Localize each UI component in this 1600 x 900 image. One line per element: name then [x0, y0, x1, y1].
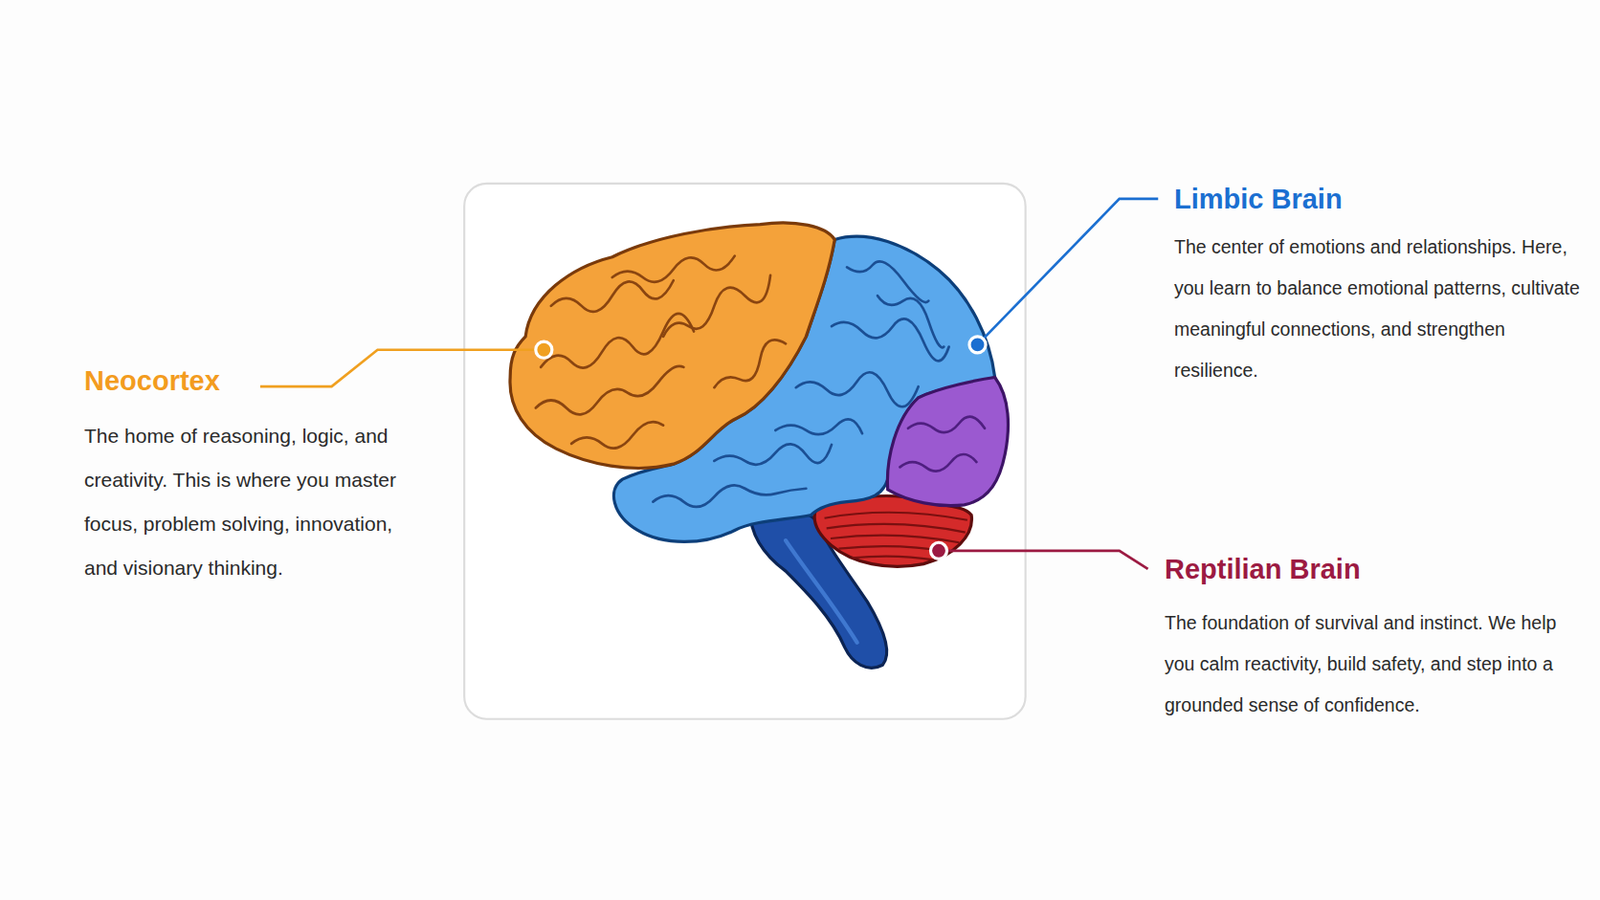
gyrus-line	[713, 444, 832, 465]
gyrus-line	[652, 485, 806, 507]
brain-figure	[260, 183, 1158, 720]
callout-body: The center of emotions and relationships…	[1174, 226, 1581, 392]
frontal-lobe	[510, 222, 835, 469]
leader-line	[938, 551, 1149, 570]
image-frame	[464, 183, 1025, 720]
gyrus-line	[551, 280, 674, 312]
gyrus-line	[908, 417, 985, 433]
callout-heading: Reptilian Brain	[1164, 552, 1567, 587]
cerebellum-fold	[851, 556, 934, 561]
leader-dot	[930, 542, 947, 559]
cerebellum-fold	[824, 512, 968, 521]
gyrus-line	[612, 256, 735, 283]
gyrus-line	[796, 372, 919, 407]
gyrus-line	[571, 422, 664, 449]
gyrus-line	[535, 366, 685, 416]
gyrus-line	[540, 313, 694, 369]
leader-dot	[535, 341, 553, 358]
gyrus-line	[775, 419, 863, 435]
gyrus-line	[877, 295, 944, 348]
occipital-lobe	[887, 377, 1008, 507]
callout-heading: Neocortex	[84, 363, 429, 399]
gyrus-line	[713, 339, 786, 388]
callout-heading: Limbic Brain	[1174, 181, 1557, 217]
gyrus-line	[663, 275, 771, 337]
gyrus-line	[831, 318, 950, 361]
gyrus-line	[846, 261, 929, 303]
cerebellum-fold	[826, 524, 966, 534]
callout-body: The home of reasoning, logic, and creati…	[84, 414, 400, 591]
leader-dot	[969, 336, 986, 354]
leader-line	[260, 350, 544, 387]
callout-body: The foundation of survival and instinct.…	[1164, 602, 1577, 727]
gyrus-line	[899, 454, 977, 472]
leader-line	[977, 199, 1159, 345]
